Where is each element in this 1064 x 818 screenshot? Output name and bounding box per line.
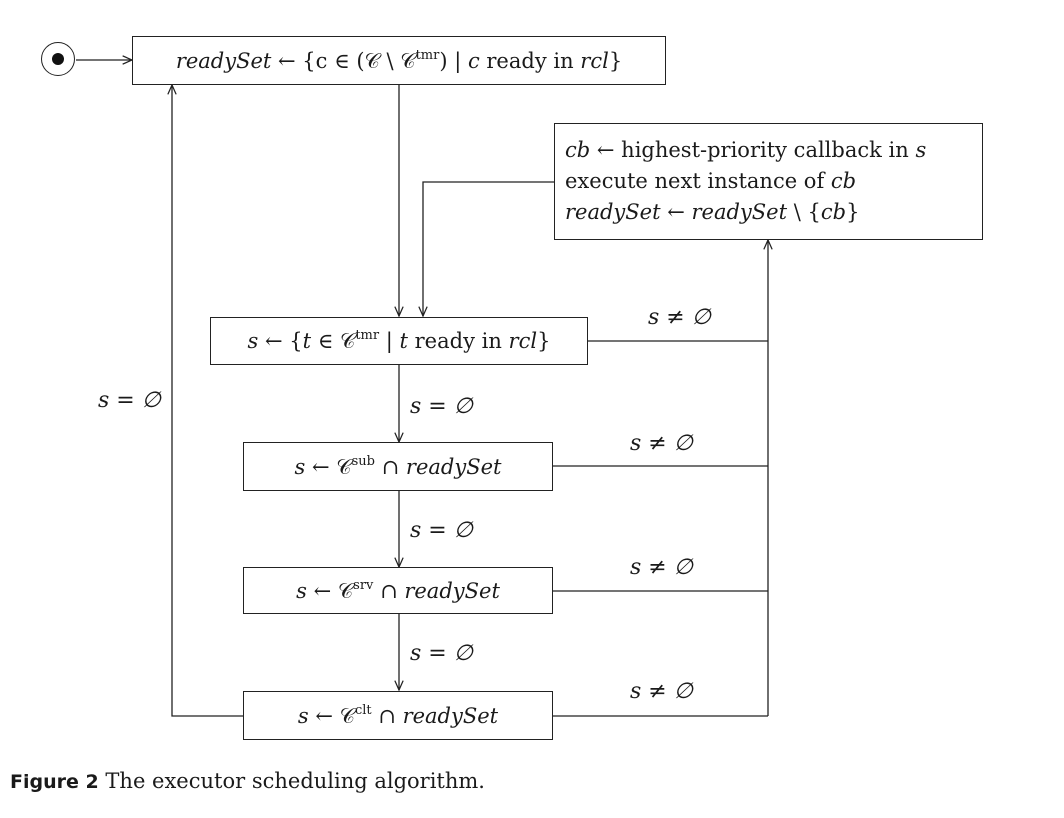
edge-clts-init	[172, 85, 243, 717]
subs-s: s	[294, 454, 306, 479]
execute-line1-s: s	[915, 138, 927, 162]
label-nonempty-srvs: s ≠ ∅	[630, 555, 693, 580]
subs-arrow: ← 𝒞	[305, 454, 352, 479]
clts-cap: ∩	[371, 703, 403, 728]
label-empty-timers: s = ∅	[410, 394, 473, 419]
node-services: s ← 𝒞srv ∩ readySet	[243, 567, 553, 614]
execute-line3-lhs: readySet	[565, 200, 661, 224]
init-rcl: rcl	[580, 48, 609, 73]
clts-arrow: ← 𝒞	[308, 703, 355, 728]
start-node	[41, 42, 75, 76]
execute-line2-var: cb	[830, 169, 857, 193]
timers-rcl: rcl	[508, 329, 538, 353]
node-clients: s ← 𝒞clt ∩ readySet	[243, 691, 553, 740]
init-ready: ready in	[479, 48, 581, 73]
init-sup: tmr	[415, 47, 440, 63]
srvs-s: s	[296, 578, 307, 603]
init-close: }	[608, 48, 623, 73]
node-subscriptions: s ← 𝒞sub ∩ readySet	[243, 442, 553, 491]
label-empty-left: s = ∅	[98, 388, 161, 413]
clts-sup: clt	[354, 702, 372, 718]
srvs-cap: ∩	[373, 578, 405, 603]
init-c: c	[467, 48, 480, 73]
init-arrow: ← {c ∈ (𝒞 \ 𝒞	[271, 48, 416, 73]
start-dot	[52, 53, 64, 65]
execute-line3-mid: ←	[660, 200, 692, 224]
clts-s: s	[297, 703, 309, 728]
subs-sup: sub	[351, 453, 375, 469]
clts-rs: readySet	[402, 703, 499, 728]
timers-ready: ready in	[407, 329, 509, 353]
label-nonempty-subs: s ≠ ∅	[630, 431, 693, 456]
execute-line-2: execute next instance of cb	[565, 166, 856, 197]
execute-line1-var: cb	[565, 138, 591, 162]
execute-line2-text: execute next instance of	[565, 169, 831, 193]
execute-line3-close: }	[846, 200, 860, 224]
node-timers: s ← {t ∈ 𝒞tmr | t ready in rcl}	[210, 317, 588, 365]
execute-line1-rest: ← highest-priority callback in	[590, 138, 916, 162]
node-init-ready-set: readySet ← {c ∈ (𝒞 \ 𝒞tmr) | c ready in …	[132, 36, 666, 85]
srvs-arrow: ← 𝒞	[306, 578, 354, 603]
figure-number: Figure 2	[10, 771, 99, 793]
timers-bar: |	[379, 329, 400, 353]
subs-rs: readySet	[405, 454, 502, 479]
edge-execute-timers	[423, 181, 554, 316]
timers-in: ∈ 𝒞	[311, 329, 356, 353]
label-nonempty-clts: s ≠ ∅	[630, 679, 693, 704]
timers-arrow: ← {	[258, 329, 303, 353]
execute-line3-rest: \ {	[787, 200, 821, 224]
execute-line-3: readySet ← readySet \ {cb}	[565, 197, 859, 228]
timers-s: s	[247, 329, 259, 353]
execute-line-1: cb ← highest-priority callback in s	[565, 135, 926, 166]
timers-close: }	[537, 329, 551, 353]
init-lhs: readySet	[175, 48, 272, 73]
timers-sup: tmr	[355, 328, 380, 343]
execute-line3-var: cb	[820, 200, 847, 224]
subs-cap: ∩	[374, 454, 406, 479]
timers-t: t	[302, 329, 312, 353]
figure-caption: Figure 2 The executor scheduling algorit…	[10, 769, 485, 793]
label-empty-srvs: s = ∅	[410, 641, 473, 666]
srvs-sup: srv	[353, 577, 374, 593]
srvs-rs: readySet	[404, 578, 500, 603]
node-execute-callback: cb ← highest-priority callback in s exec…	[554, 123, 983, 240]
label-nonempty-timers: s ≠ ∅	[648, 305, 711, 330]
init-rest: ) |	[439, 48, 468, 73]
figure-caption-text: The executor scheduling algorithm.	[105, 769, 485, 793]
execute-line3-rhs: readySet	[691, 200, 788, 224]
timers-t2: t	[399, 329, 408, 353]
label-empty-subs: s = ∅	[410, 518, 473, 543]
